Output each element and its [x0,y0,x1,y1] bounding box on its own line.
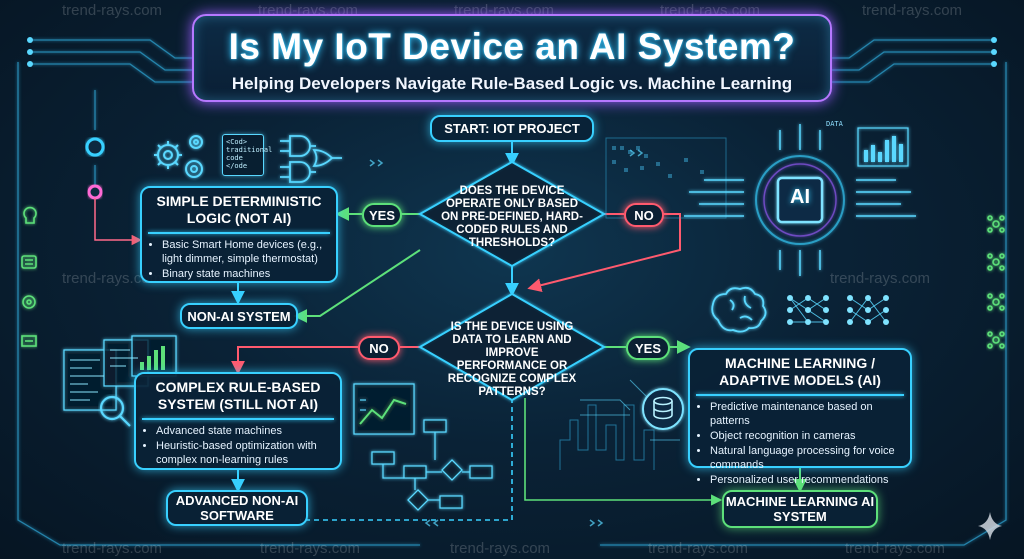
simple-logic-title: SIMPLE DETERMINISTIC LOGIC (NOT AI) [156,193,322,226]
ml-bullet-1: Predictive maintenance based on patterns [710,400,902,428]
circuit-nodes [27,37,997,67]
ai-chip-label: AI [790,186,810,208]
start-node: START: IOT PROJECT [430,115,594,142]
code-line-3: code [226,154,243,162]
complex-rule-title: COMPLEX RULE-BASED SYSTEM (STILL NOT AI) [155,379,321,412]
divider [148,232,330,234]
decision-2-diamond [417,292,607,402]
glow-node-cyan [85,137,105,157]
ml-bullet-2: Object recognition in cameras [710,429,902,443]
flowchart-icon [371,419,493,511]
code-line-1: <Cod> [226,138,248,146]
watermark-bottom-4: trend-rays.com [648,540,749,557]
question-1-text: DOES THE DEVICE OPERATE ONLY BASED ON PR… [441,185,583,249]
watermark-bottom-5: trend-rays.com [845,540,946,557]
glow-node-pink [87,184,103,200]
brain-icon [711,286,767,333]
divider [696,394,904,396]
simple-logic-box: SIMPLE DETERMINISTIC LOGIC (NOT AI) Basi… [140,186,338,283]
data-dashboard [605,137,727,219]
decision-1-diamond [417,160,607,268]
non-ai-system-node: NON-AI SYSTEM [180,303,298,329]
ml-models-title: MACHINE LEARNING / ADAPTIVE MODELS (AI) [719,355,881,388]
bar-chart-icon [857,127,909,167]
neural-network-icon [789,297,887,323]
side-icons-right [987,215,1005,349]
complex-rule-box: COMPLEX RULE-BASED SYSTEM (STILL NOT AI)… [134,372,342,470]
simple-logic-bullet-1: Basic Smart Home devices (e.g., light di… [162,238,328,266]
complex-rule-bullet-2: Heuristic-based optimization with comple… [156,439,332,467]
ml-bullet-4: Personalized user recommendations [710,473,902,487]
watermark-mid-left: trend-rays.com [62,270,163,287]
simple-logic-bullet-2: Binary state machines [162,267,328,281]
database-icon [642,388,684,430]
q1-no-label: NO [624,203,664,227]
code-line-2: traditional [226,146,273,154]
page-subtitle: Helping Developers Navigate Rule-Based L… [231,74,793,93]
watermark-bottom-2: trend-rays.com [260,540,361,557]
sparkle-icon [978,512,1002,540]
city-skyline [559,404,655,470]
title-banner: Is My IoT Device an AI System? Helping D… [192,14,832,102]
data-label: DATA [826,120,843,128]
side-icons-left [21,206,37,347]
ml-ai-system-node: MACHINE LEARNING AI SYSTEM [722,490,878,528]
question-2-text: IS THE DEVICE USING DATA TO LEARN AND IM… [447,321,577,398]
watermark-bottom-3: trend-rays.com [450,540,551,557]
page-title: Is My IoT Device an AI System? [228,26,796,67]
advanced-non-ai-node: ADVANCED NON-AI SOFTWARE [166,490,308,526]
q2-no-label: NO [358,336,400,360]
watermark-mid-right: trend-rays.com [830,270,931,287]
gear-icon [154,135,203,178]
circuit-frame [17,39,1007,546]
code-line-4: </ode [226,162,248,170]
watermark-top-left: trend-rays.com [62,2,163,19]
line-chart-icon [353,383,415,435]
ml-bullet-3: Natural language processing for voice co… [710,444,902,472]
q1-yes-label: YES [362,203,402,227]
ai-chip-icon [684,124,916,276]
ml-models-box: MACHINE LEARNING / ADAPTIVE MODELS (AI) … [688,348,912,486]
magnifier-icon [99,395,131,427]
watermark-top-right: trend-rays.com [862,2,963,19]
logic-gate-icon [280,135,342,183]
complex-rule-bullet-1: Advanced state machines [156,424,332,438]
code-window-icon: <Cod> traditional code </ode [222,134,273,176]
q2-yes-label: YES [626,336,670,360]
watermark-bottom-1: trend-rays.com [62,540,163,557]
divider [142,418,334,420]
